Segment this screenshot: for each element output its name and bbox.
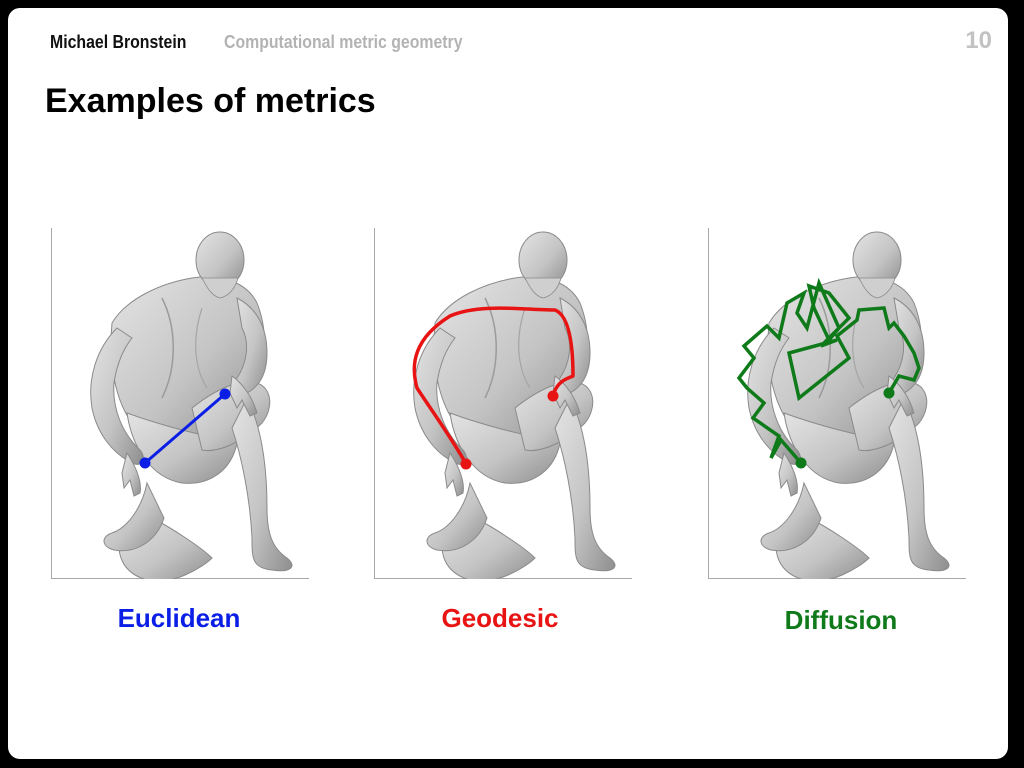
geodesic-path — [412, 306, 575, 465]
diffusion-path — [736, 277, 921, 465]
start-point — [139, 457, 151, 469]
euclidean-label: Euclidean — [117, 603, 241, 633]
start-point — [460, 458, 472, 470]
geodesic-figure — [412, 231, 616, 579]
course-title: Computational metric geometry — [224, 32, 463, 52]
page-number: 10 — [965, 27, 992, 54]
end-point — [547, 390, 559, 402]
slide: Michael Bronstein Computational metric g… — [8, 8, 1008, 759]
euclidean-panel — [51, 228, 309, 579]
diffusion-panel — [708, 228, 966, 579]
euclidean-path — [144, 392, 226, 465]
slide-title: Examples of metrics — [45, 82, 376, 120]
diffusion-figure — [736, 231, 950, 579]
author-name: Michael Bronstein — [50, 32, 187, 52]
end-point — [219, 388, 231, 400]
end-point — [883, 387, 895, 399]
euclidean-figure — [89, 231, 293, 579]
start-point — [795, 457, 807, 469]
geodesic-panel — [374, 228, 632, 579]
diffusion-label: Diffusion — [784, 605, 898, 635]
geodesic-label: Geodesic — [441, 603, 559, 633]
